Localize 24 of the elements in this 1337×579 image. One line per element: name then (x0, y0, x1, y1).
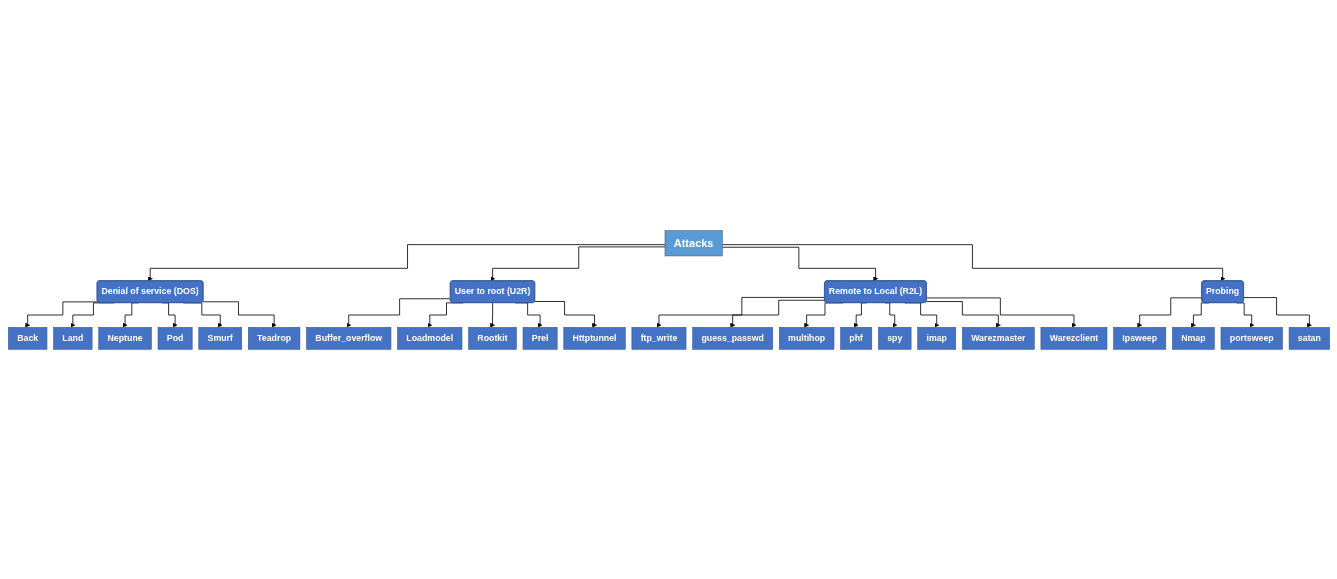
node-box: guess_passwd (691, 326, 773, 350)
node-box: Teadrop (247, 326, 300, 350)
node-box: portsweep (1220, 326, 1283, 350)
node-box: satan (1288, 326, 1330, 350)
node-box: Land (52, 326, 92, 350)
node-box: Pod (157, 326, 192, 350)
node-box: spy (877, 326, 911, 350)
node-box: Nmap (1171, 326, 1215, 350)
node-box: imap (916, 326, 956, 350)
node-box: Rootkit (467, 326, 517, 350)
node-box: Back (7, 326, 47, 350)
node-box: Neptune (97, 326, 152, 350)
node-box: Buffer_overflow (305, 326, 391, 350)
node-box: Loadmodel (396, 326, 462, 350)
node-box: Warezclient (1040, 326, 1107, 350)
node-box: Warezmaster (961, 326, 1035, 350)
node-box: Prel (522, 326, 557, 350)
node-box: Httptunnel (563, 326, 626, 350)
node-box: Ipsweep (1112, 326, 1166, 350)
node-box: phf (839, 326, 872, 350)
node-box: ftp_write (631, 326, 686, 350)
node-box: Smurf (198, 326, 242, 350)
node-box: Attacks (664, 229, 723, 256)
node-box: multihop (778, 326, 834, 350)
